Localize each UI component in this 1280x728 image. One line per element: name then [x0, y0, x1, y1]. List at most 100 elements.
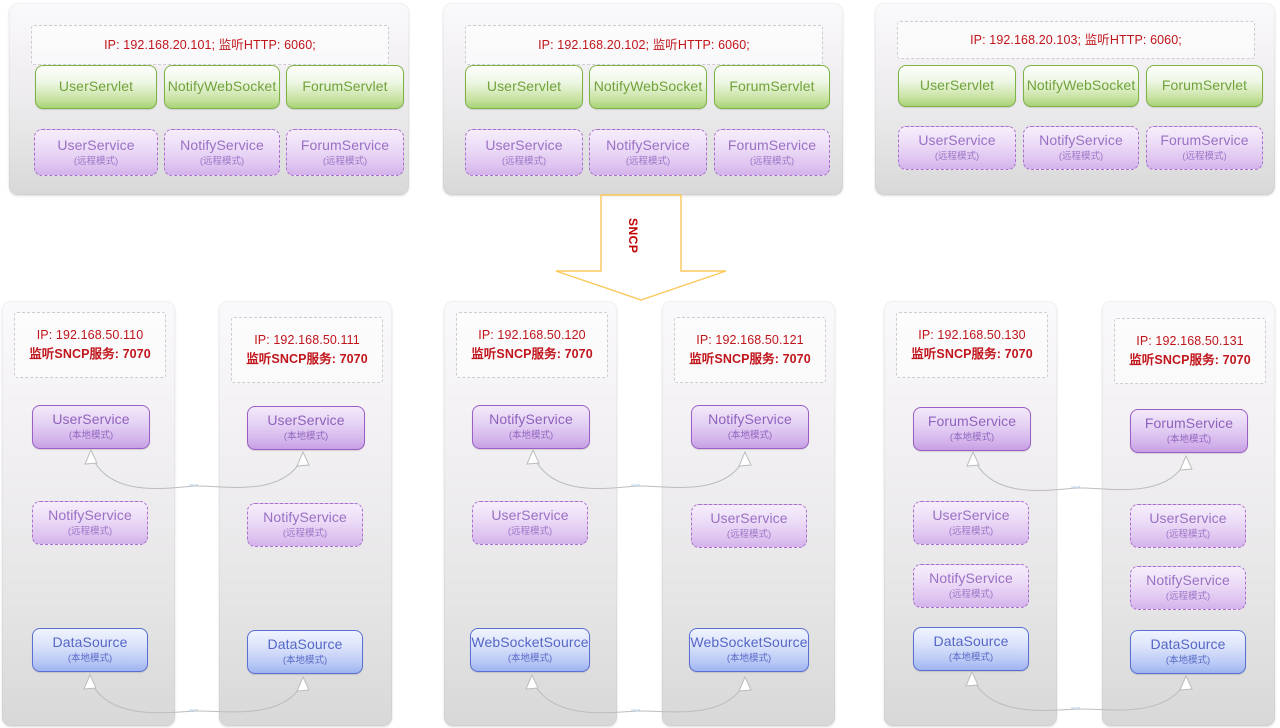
web-node-panel-1: IP: 192.168.20.101; 监听HTTP: 6060; UserSe…: [9, 3, 409, 195]
service-box-notifyservice[interactable]: NotifyService (远程模式): [164, 129, 280, 176]
ip-text: IP: 192.168.50.120: [478, 328, 586, 342]
edge-label: SNCP: [631, 484, 640, 488]
node-box-notifyservice-remote[interactable]: NotifyService (远程模式): [913, 564, 1029, 608]
node-box-datasource-local[interactable]: DataSource (本地模式): [247, 630, 363, 674]
box-mode: (本地模式): [948, 652, 994, 664]
ip-text: IP: 192.168.50.130: [918, 328, 1026, 342]
edge-label: SNCP: [1071, 707, 1080, 711]
ip-header-text: IP: 192.168.20.102; 监听HTTP: 6060;: [538, 37, 750, 52]
service-box-forumservice[interactable]: ForumService (远程模式): [1146, 126, 1263, 170]
service-mode: (远程模式): [199, 155, 245, 167]
box-name: UserService: [710, 510, 788, 527]
service-box-notifyservice[interactable]: NotifyService (远程模式): [1023, 126, 1139, 170]
box-mode: (本地模式): [727, 430, 773, 442]
node-box-userservice-remote[interactable]: UserService (远程模式): [472, 501, 588, 545]
node-box-websocketsource-local[interactable]: WebSocketSource (本地模式): [470, 628, 590, 672]
service-name: UserService: [57, 136, 135, 153]
box-mode: (本地模式): [949, 432, 995, 444]
node-box-userservice-local[interactable]: UserService (本地模式): [247, 406, 365, 450]
ip-header-text: IP: 192.168.20.101; 监听HTTP: 6060;: [104, 37, 316, 52]
service-name: UserService: [918, 132, 996, 149]
service-box-userservice[interactable]: UserService (远程模式): [465, 129, 583, 176]
servlet-label: NotifyWebSocket: [167, 78, 277, 95]
node-box-datasource-local[interactable]: DataSource (本地模式): [1130, 630, 1246, 674]
box-mode: (本地模式): [68, 430, 114, 442]
box-mode: (远程模式): [507, 526, 553, 538]
box-mode: (本地模式): [507, 653, 553, 665]
servlet-box-notifywebsocket[interactable]: NotifyWebSocket: [164, 65, 280, 109]
service-box-userservice[interactable]: UserService (远程模式): [34, 129, 158, 176]
box-mode: (本地模式): [508, 430, 554, 442]
service-node-panel-111: IP: 192.168.50.111 监听SNCP服务: 7070 UserSe…: [219, 301, 392, 726]
ip-text: IP: 192.168.50.121: [696, 333, 804, 347]
box-mode: (远程模式): [1165, 529, 1211, 541]
ip-header-110: IP: 192.168.50.110 监听SNCP服务: 7070: [14, 312, 166, 378]
service-mode: (远程模式): [934, 151, 980, 163]
node-box-notifyservice-remote[interactable]: NotifyService (远程模式): [247, 503, 363, 547]
ip-header-130: IP: 192.168.50.130 监听SNCP服务: 7070: [896, 312, 1048, 378]
service-mode: (远程模式): [322, 155, 368, 167]
box-name: WebSocketSource: [471, 634, 589, 651]
ip-header-120: IP: 192.168.50.120 监听SNCP服务: 7070: [456, 312, 608, 378]
box-mode: (远程模式): [67, 526, 113, 538]
service-name: ForumService: [300, 136, 390, 153]
box-mode: (远程模式): [948, 589, 994, 601]
node-box-userservice-local[interactable]: UserService (本地模式): [32, 405, 150, 449]
edge-label: SNCP: [189, 484, 198, 488]
servlet-box-forumservlet[interactable]: ForumServlet: [1146, 65, 1263, 107]
node-box-notifyservice-remote[interactable]: NotifyService (远程模式): [1130, 566, 1246, 610]
servlet-box-notifywebsocket[interactable]: NotifyWebSocket: [1023, 65, 1139, 107]
node-box-userservice-remote[interactable]: UserService (远程模式): [1130, 504, 1246, 548]
box-name: NotifyService: [48, 507, 132, 524]
box-name: NotifyService: [489, 411, 573, 428]
ip-text: IP: 192.168.50.111: [254, 333, 360, 347]
service-name: ForumService: [727, 136, 817, 153]
box-name: DataSource: [1150, 636, 1226, 653]
box-mode: (远程模式): [1165, 591, 1211, 603]
service-box-notifyservice[interactable]: NotifyService (远程模式): [589, 129, 707, 176]
ip-text: IP: 192.168.50.110: [36, 328, 144, 342]
servlet-box-userservlet[interactable]: UserServlet: [465, 65, 583, 109]
node-box-notifyservice-local[interactable]: NotifyService (本地模式): [472, 405, 590, 449]
servlet-label: ForumServlet: [1161, 77, 1248, 94]
box-name: DataSource: [933, 633, 1009, 650]
service-box-userservice[interactable]: UserService (远程模式): [898, 126, 1016, 170]
box-name: UserService: [267, 412, 345, 429]
ip-header-111: IP: 192.168.50.111 监听SNCP服务: 7070: [231, 317, 383, 383]
box-name: NotifyService: [929, 570, 1013, 587]
edge-label: SNCP: [1071, 486, 1080, 490]
ip-header-1: IP: 192.168.20.101; 监听HTTP: 6060;: [31, 25, 389, 65]
service-node-panel-110: IP: 192.168.50.110 监听SNCP服务: 7070 UserSe…: [2, 301, 175, 726]
port-text: 监听SNCP服务: 7070: [471, 347, 593, 361]
node-box-forumservice-local[interactable]: ForumService (本地模式): [1130, 409, 1248, 453]
edge-label: SNCP: [189, 709, 198, 713]
service-box-forumservice[interactable]: ForumService (远程模式): [286, 129, 404, 176]
sncp-protocol-label: SNCP: [626, 218, 640, 254]
service-node-panel-120: IP: 192.168.50.120 监听SNCP服务: 7070 Notify…: [444, 301, 617, 726]
servlet-box-userservlet[interactable]: UserServlet: [35, 65, 157, 109]
servlet-box-forumservlet[interactable]: ForumServlet: [714, 65, 830, 109]
servlet-label: UserServlet: [486, 78, 562, 95]
service-mode: (远程模式): [1182, 151, 1227, 163]
node-box-datasource-local[interactable]: DataSource (本地模式): [32, 628, 148, 672]
service-node-panel-130: IP: 192.168.50.130 监听SNCP服务: 7070 ForumS…: [884, 301, 1057, 726]
service-box-forumservice[interactable]: ForumService (远程模式): [714, 129, 830, 176]
node-box-userservice-remote[interactable]: UserService (远程模式): [913, 501, 1029, 545]
node-box-notifyservice-remote[interactable]: NotifyService (远程模式): [32, 501, 148, 545]
service-name: UserService: [485, 136, 563, 153]
node-box-forumservice-local[interactable]: ForumService (本地模式): [913, 407, 1031, 451]
box-name: UserService: [52, 411, 130, 428]
servlet-box-userservlet[interactable]: UserServlet: [898, 65, 1016, 107]
node-box-websocketsource-local[interactable]: WebSocketSource (本地模式): [689, 628, 809, 672]
box-mode: (本地模式): [67, 653, 113, 665]
ip-header-3: IP: 192.168.20.103; 监听HTTP: 6060;: [897, 21, 1255, 59]
servlet-box-notifywebsocket[interactable]: NotifyWebSocket: [589, 65, 707, 109]
node-box-userservice-remote[interactable]: UserService (远程模式): [691, 504, 807, 548]
node-box-datasource-local[interactable]: DataSource (本地模式): [913, 627, 1029, 671]
port-text: 监听SNCP服务: 7070: [246, 352, 368, 366]
node-box-notifyservice-local[interactable]: NotifyService (本地模式): [691, 405, 809, 449]
service-mode: (远程模式): [625, 155, 671, 167]
web-node-panel-2: IP: 192.168.20.102; 监听HTTP: 6060; UserSe…: [443, 3, 843, 195]
servlet-box-forumservlet[interactable]: ForumServlet: [286, 65, 404, 109]
